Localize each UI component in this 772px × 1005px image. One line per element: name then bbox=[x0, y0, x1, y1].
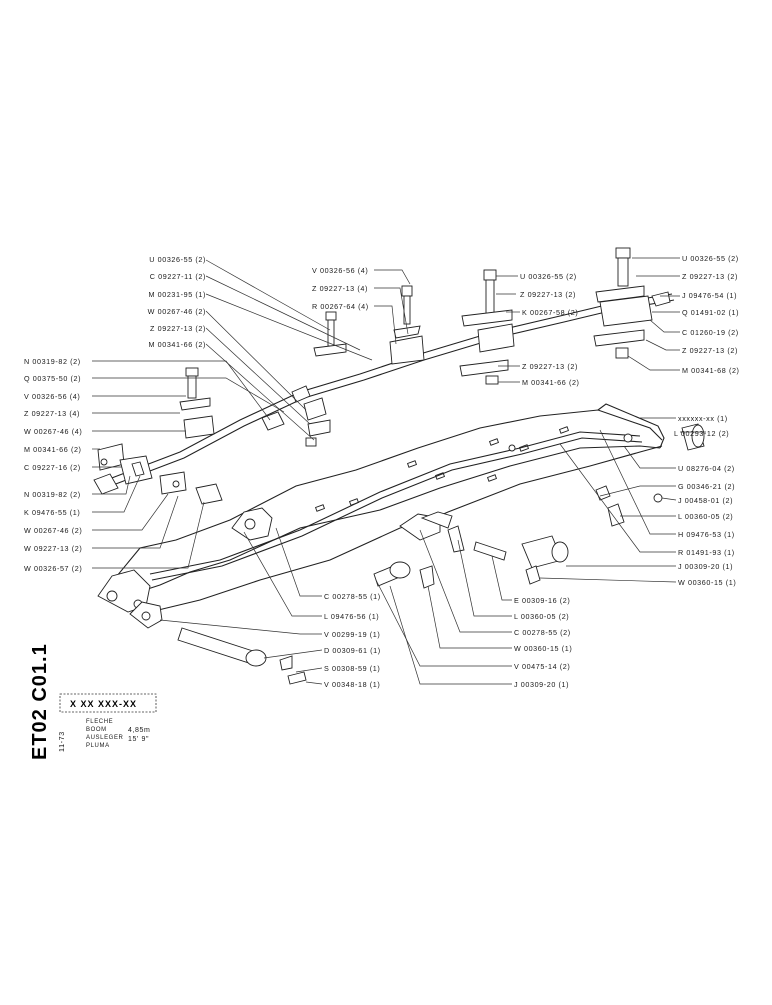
part-label: J 00309-20 (1) bbox=[514, 680, 569, 689]
part-label: L 00293-12 (2) bbox=[674, 429, 729, 438]
part-label: R 00267-64 (4) bbox=[312, 302, 369, 311]
part-label: L 09476-56 (1) bbox=[324, 612, 379, 621]
labels-left: U 00326-55 (2) C 09227-11 (2) M 00231-95… bbox=[24, 255, 206, 573]
part-label: U 08276-04 (2) bbox=[678, 464, 735, 473]
part-label: Z 09227-13 (2) bbox=[682, 272, 738, 281]
sheet-code: ET02 C01.1 bbox=[29, 643, 51, 760]
part-label: H 09476-53 (1) bbox=[678, 530, 735, 539]
part-label: Q 01491-02 (1) bbox=[682, 308, 739, 317]
part-label: M 00341-66 (2) bbox=[522, 378, 580, 387]
part-label: J 00458-01 (2) bbox=[678, 496, 733, 505]
boom-body bbox=[97, 403, 665, 629]
part-label: V 00326-56 (4) bbox=[24, 392, 80, 401]
part-code: X XX XXX-XX bbox=[70, 699, 137, 709]
part-label: V 00348-18 (1) bbox=[324, 680, 380, 689]
part-label: V 00299-19 (1) bbox=[324, 630, 380, 639]
clamp-left-assembly bbox=[179, 367, 331, 447]
part-label: W 00360-15 (1) bbox=[514, 644, 572, 653]
name-fr: FLECHE bbox=[86, 719, 113, 725]
part-label: Z 09227-13 (2) bbox=[150, 324, 206, 333]
sheet-date: 11-73 bbox=[57, 731, 66, 752]
part-label: E 00309-16 (2) bbox=[514, 596, 570, 605]
part-label: W 09227-13 (2) bbox=[24, 544, 82, 553]
part-label: M 00231-95 (1) bbox=[148, 290, 206, 299]
part-label: D 00309-61 (1) bbox=[324, 646, 381, 655]
part-label: G 00346-21 (2) bbox=[678, 482, 735, 491]
clamp-lower-left bbox=[97, 443, 223, 505]
part-label: M 00341-66 (2) bbox=[24, 445, 82, 454]
part-label: W 00326-57 (2) bbox=[24, 564, 82, 573]
part-label: J 09476-54 (1) bbox=[682, 291, 737, 300]
part-label: U 00326-55 (2) bbox=[682, 254, 739, 263]
part-label: Z 09227-13 (2) bbox=[520, 290, 576, 299]
part-label: W 00267-46 (4) bbox=[24, 427, 82, 436]
part-label: L 00360-05 (2) bbox=[514, 612, 569, 621]
size-metric: 4,85m bbox=[128, 727, 150, 734]
part-label: C 00278-55 (2) bbox=[514, 628, 571, 637]
pins bbox=[177, 423, 705, 685]
part-label: Z 09227-13 (4) bbox=[312, 284, 368, 293]
leader-lines bbox=[92, 257, 706, 685]
title-block: ET02 C01.1 11-73 X XX XXX-XX FLECHE BOOM… bbox=[29, 643, 157, 760]
clamp-bolt-upper-right bbox=[459, 269, 515, 385]
part-label: R 01491-93 (1) bbox=[678, 548, 735, 557]
upper-hose-lines bbox=[93, 291, 675, 495]
part-label: W 00267-46 (2) bbox=[24, 526, 82, 535]
clamp-bolt-left bbox=[313, 311, 347, 357]
name-de: AUSLEGER bbox=[86, 735, 124, 741]
part-label: C 01260-19 (2) bbox=[682, 328, 739, 337]
part-label: Q 00375-50 (2) bbox=[24, 374, 81, 383]
name-en: BOOM bbox=[86, 727, 107, 733]
part-label: C 09227-11 (2) bbox=[150, 272, 206, 281]
part-label: C 09227-16 (2) bbox=[24, 463, 81, 472]
part-label: Z 09227-13 (4) bbox=[24, 409, 80, 418]
part-label: Z 09227-13 (2) bbox=[522, 362, 578, 371]
clamp-bolt-upper-mid bbox=[389, 285, 425, 365]
part-label: K 09476-55 (1) bbox=[24, 508, 80, 517]
boom-slots bbox=[314, 426, 570, 512]
part-label: M 00341-66 (2) bbox=[148, 340, 206, 349]
part-label: W 00360-15 (1) bbox=[678, 578, 736, 587]
part-label: C 00278-55 (1) bbox=[324, 592, 381, 601]
part-label: L 00360-05 (2) bbox=[678, 512, 733, 521]
labels-top: V 00326-56 (4) Z 09227-13 (4) R 00267-64… bbox=[312, 266, 580, 387]
part-label: W 00267-46 (2) bbox=[148, 307, 206, 316]
part-label: M 00341-68 (2) bbox=[682, 366, 740, 375]
part-label: U 00326-55 (2) bbox=[149, 255, 206, 264]
part-label: K 00267-58 (2) bbox=[522, 308, 578, 317]
name-es: PLUMA bbox=[86, 743, 110, 749]
labels-bottom: C 00278-55 (1) L 09476-56 (1) V 00299-19… bbox=[324, 592, 572, 689]
part-label: xxxxxx-xx (1) bbox=[678, 414, 728, 423]
part-label: N 00319-82 (2) bbox=[24, 357, 81, 366]
part-label: S 00308-59 (1) bbox=[324, 664, 380, 673]
part-label: U 00326-55 (2) bbox=[520, 272, 577, 281]
part-label: V 00475-14 (2) bbox=[514, 662, 570, 671]
labels-right: U 00326-55 (2) Z 09227-13 (2) J 09476-54… bbox=[674, 254, 740, 587]
part-label: N 00319-82 (2) bbox=[24, 490, 81, 499]
part-label: J 00309-20 (1) bbox=[678, 562, 733, 571]
part-label: V 00326-56 (4) bbox=[312, 266, 368, 275]
size-imperial: 15' 9" bbox=[128, 736, 149, 743]
part-label: Z 09227-13 (2) bbox=[682, 346, 738, 355]
clamp-bolt-far-right bbox=[593, 247, 653, 359]
part-code-box bbox=[59, 693, 157, 713]
